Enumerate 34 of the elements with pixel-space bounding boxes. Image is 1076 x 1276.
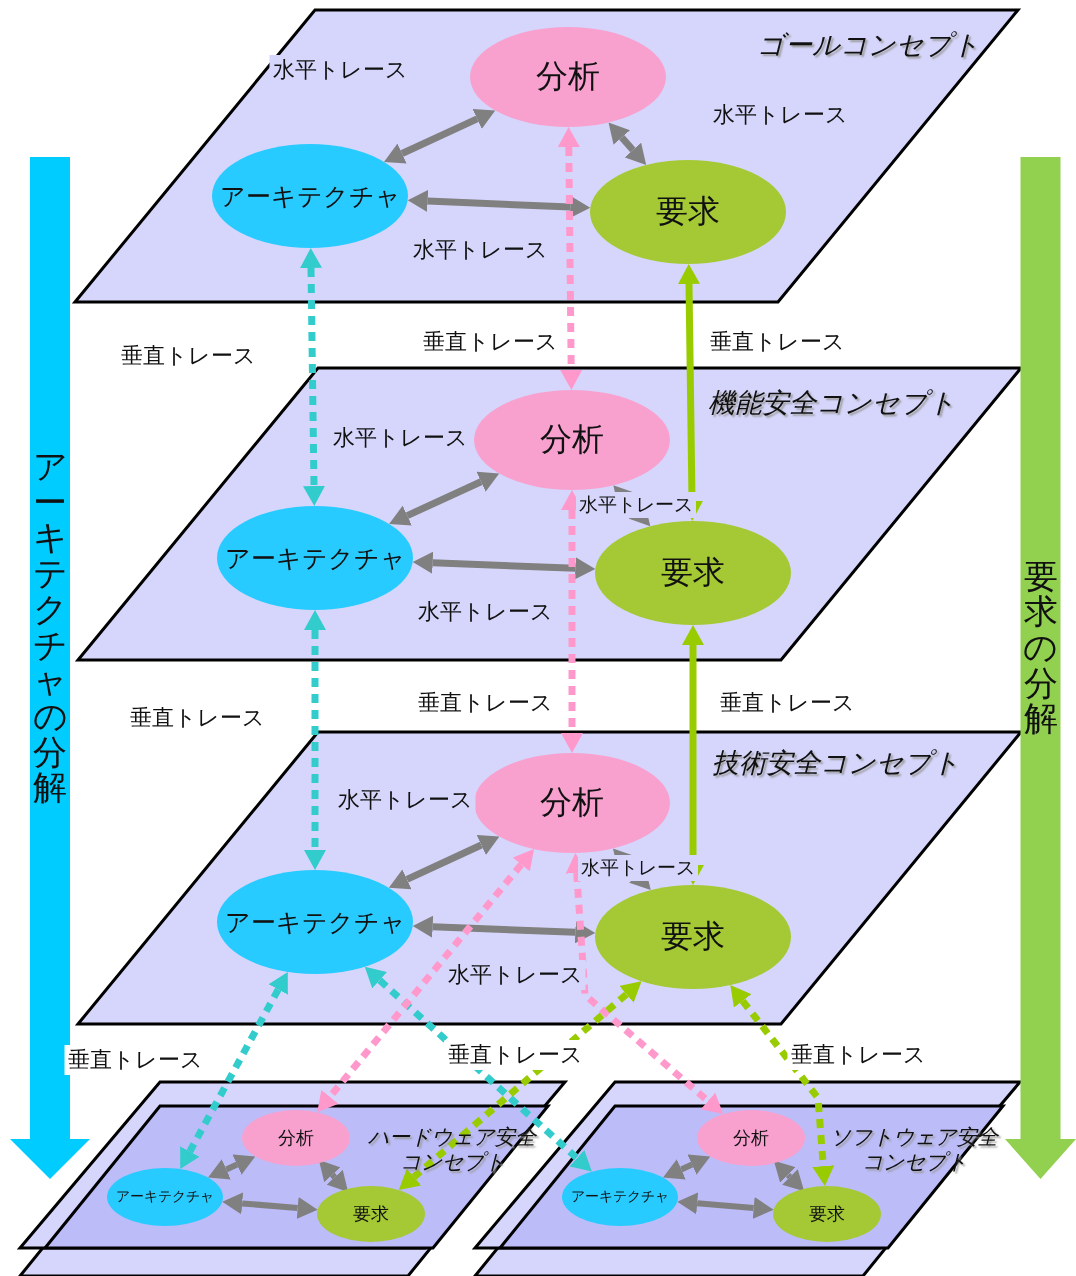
arrow xyxy=(389,471,500,526)
arrow xyxy=(208,1154,256,1180)
arrow xyxy=(608,122,647,165)
arrow xyxy=(557,127,583,390)
arrow xyxy=(613,485,651,527)
arrow xyxy=(412,551,596,580)
arrow xyxy=(388,835,500,890)
arrow xyxy=(678,264,703,521)
arrow xyxy=(222,1192,318,1219)
arrow xyxy=(773,1160,805,1192)
arrow xyxy=(300,248,325,506)
arrow-label: アーキテクチャの分解 xyxy=(32,448,68,806)
plane-title: 機能安全コンセプト xyxy=(707,386,957,420)
arrow xyxy=(412,915,596,944)
plane-title: ゴールコンセプト xyxy=(755,28,981,62)
arrow xyxy=(663,1154,711,1180)
arrow xyxy=(682,625,704,885)
arrow xyxy=(304,610,326,870)
edge-label: 水平トレース xyxy=(578,855,698,881)
edge-label: 水平トレース xyxy=(576,492,696,518)
arrow xyxy=(565,852,724,1115)
plane-title: 技術安全コンセプト xyxy=(711,746,961,780)
arrow-label: 要求の分解 xyxy=(1022,558,1059,737)
arrow xyxy=(318,1160,349,1192)
arrow xyxy=(398,981,642,1191)
arrow xyxy=(383,108,496,164)
arrow xyxy=(561,490,583,753)
arrow xyxy=(317,849,534,1113)
arrow xyxy=(677,1192,774,1219)
arrow xyxy=(180,971,288,1170)
arrow xyxy=(407,190,591,218)
arrow xyxy=(612,848,651,891)
arrow xyxy=(730,985,835,1187)
arrow xyxy=(364,966,592,1172)
